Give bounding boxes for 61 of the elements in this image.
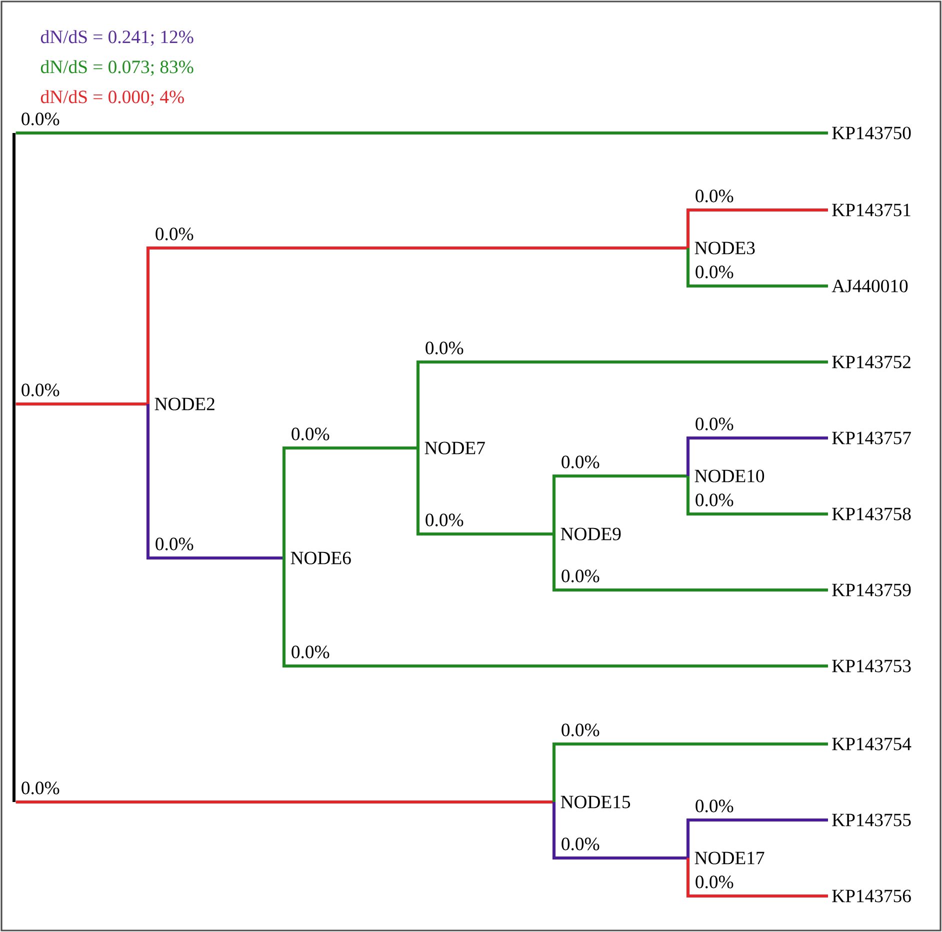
- root-line: [12, 133, 16, 802]
- edge-label: 0.0%: [694, 493, 734, 508]
- edge-label: 0.0%: [694, 417, 734, 431]
- edge-label: 0.0%: [560, 455, 600, 469]
- tree-branch: [146, 246, 688, 404]
- tree-branch: [416, 448, 554, 536]
- tree-branch: [282, 446, 418, 558]
- node-label: NODE7: [424, 442, 485, 454]
- leaf-label: KP143756: [832, 890, 911, 902]
- edge-label: 0.0%: [694, 875, 734, 890]
- edge-label: 0.0%: [694, 265, 734, 279]
- edge-label: 0.0%: [424, 341, 464, 356]
- edge-label: 0.0%: [154, 537, 194, 551]
- tree-branch: [552, 534, 828, 592]
- leaf-label: KP143757: [832, 432, 911, 444]
- tree-branch: [686, 248, 828, 288]
- tree-branch: [416, 360, 828, 448]
- leaf-label: KP143754: [832, 738, 912, 750]
- leaf-label: KP143752: [832, 356, 910, 368]
- edge-label: 0.0%: [20, 781, 60, 796]
- tree-branch: [552, 742, 828, 802]
- edge-label: 0.0%: [20, 112, 60, 126]
- tree-branch: [552, 474, 688, 534]
- edge-label: 0.0%: [290, 645, 330, 660]
- leaf-label: AJ440010: [832, 280, 908, 292]
- edge-label: 0.0%: [20, 383, 60, 398]
- tree-branch: [686, 476, 828, 516]
- edge-label: 0.0%: [424, 513, 464, 528]
- legend-entry: dN/dS = 0.073; 83%: [40, 60, 194, 76]
- tree-branch: [686, 858, 828, 898]
- leaf-label: KP143750: [832, 126, 911, 140]
- leaf-label: KP143759: [832, 584, 911, 596]
- node-label: NODE15: [560, 796, 630, 808]
- leaf-label: KP143755: [832, 814, 911, 826]
- edge-label: 0.0%: [560, 837, 600, 852]
- edge-label: 0.0%: [154, 227, 194, 241]
- tree-branch: [16, 131, 828, 135]
- edge-label: 0.0%: [560, 569, 600, 584]
- tree-branch: [686, 208, 828, 248]
- edge-label: 0.0%: [560, 723, 600, 738]
- leaf-label: KP143751: [832, 204, 910, 216]
- tree-branch: [16, 402, 148, 406]
- node-label: NODE17: [694, 852, 764, 864]
- leaf-label: KP143758: [832, 508, 911, 520]
- tree-branch: [552, 802, 688, 860]
- legend-entry: dN/dS = 0.000; 4%: [40, 90, 184, 106]
- tree-branch: [146, 404, 284, 560]
- tree-branch: [16, 800, 554, 804]
- legend-entry: dN/dS = 0.241; 12%: [40, 30, 194, 46]
- leaf-label: KP143753: [832, 660, 911, 672]
- edge-label: 0.0%: [290, 427, 330, 441]
- tree-branch: [686, 436, 828, 476]
- edge-label: 0.0%: [694, 189, 734, 203]
- node-label: NODE9: [560, 528, 621, 540]
- tree-branch: [282, 558, 828, 668]
- edge-label: 0.0%: [694, 799, 734, 814]
- node-label: NODE2: [154, 398, 214, 410]
- tree-branch: [686, 818, 828, 858]
- node-label: NODE6: [290, 552, 351, 564]
- node-label: NODE3: [694, 242, 755, 254]
- node-label: NODE10: [694, 470, 764, 482]
